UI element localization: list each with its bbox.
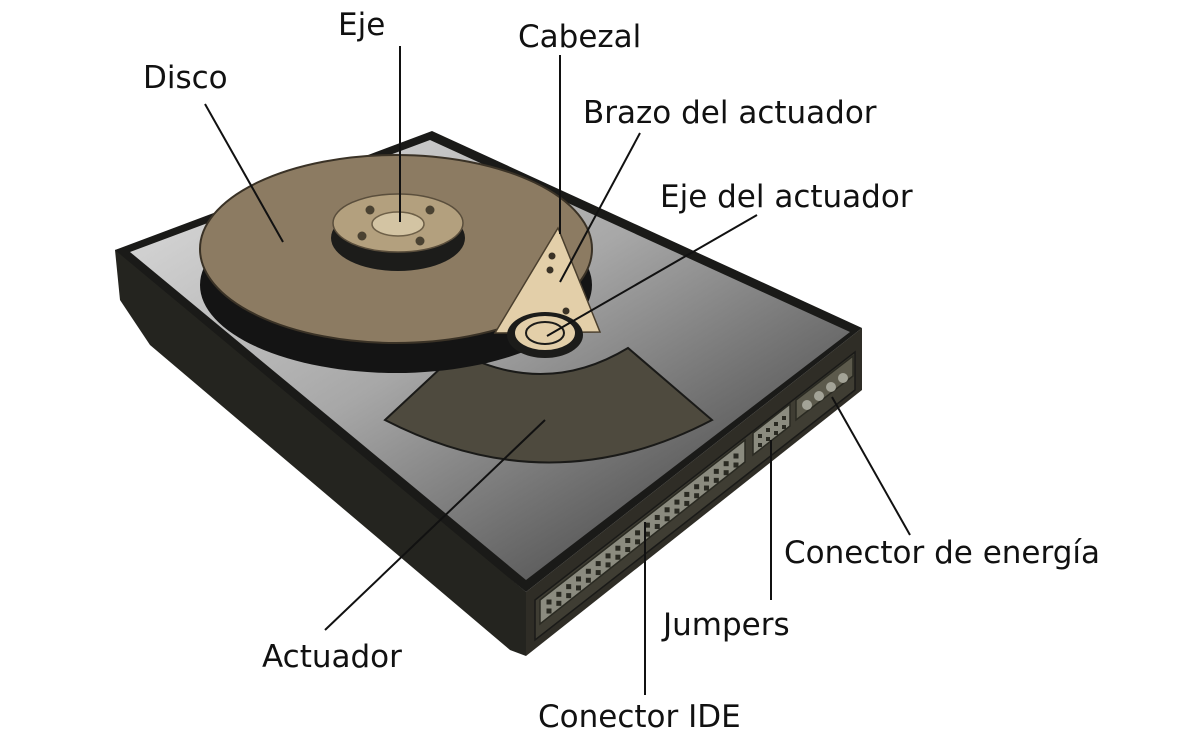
- labels: Eje Cabezal Disco Brazo del actuador Eje…: [143, 7, 1100, 735]
- ide-pin: [674, 508, 680, 514]
- arm-hole: [562, 307, 570, 315]
- actuator-arm: [493, 226, 602, 358]
- ide-pin: [595, 561, 601, 567]
- leader-conector-energia: [831, 396, 911, 536]
- ide-pin: [625, 538, 631, 544]
- ide-pin: [723, 461, 729, 467]
- ide-pin: [654, 523, 660, 529]
- jumper-pin: [758, 443, 762, 447]
- label-disco: Disco: [143, 60, 228, 96]
- ide-pin: [566, 593, 572, 599]
- jumper-pin: [758, 434, 762, 438]
- ide-pin: [664, 507, 670, 513]
- hub-screw: [365, 205, 375, 215]
- arm-hole: [548, 252, 556, 260]
- ide-pin: [585, 568, 591, 574]
- leader-disco: [204, 103, 284, 243]
- hub-screw: [357, 231, 367, 241]
- label-conector-energia: Conector de energía: [784, 535, 1100, 571]
- jumper-block: [752, 402, 791, 457]
- ide-pin: [635, 530, 641, 536]
- label-actuador: Actuador: [262, 639, 402, 675]
- ide-pin: [713, 468, 719, 474]
- ide-pin: [556, 591, 562, 597]
- ide-pin: [576, 576, 582, 582]
- ide-pin: [664, 516, 670, 522]
- leader-actuador: [324, 419, 546, 631]
- ide-pin: [684, 500, 690, 506]
- ide-pin: [615, 554, 621, 560]
- jumper-pin: [766, 437, 770, 441]
- ide-pin: [615, 545, 621, 551]
- ide-pin: [605, 553, 611, 559]
- label-eje: Eje: [338, 7, 385, 43]
- ide-pin: [703, 476, 709, 482]
- power-pin: [814, 391, 824, 401]
- leader-eje-actuador: [546, 214, 758, 337]
- ide-pin: [546, 608, 552, 614]
- hub-screw: [415, 236, 425, 246]
- power-pin: [838, 373, 848, 383]
- label-conector-ide: Conector IDE: [538, 699, 741, 735]
- chassis-left-side: [115, 247, 526, 656]
- arm-hole: [546, 266, 554, 274]
- actuator-pivot-ring: [513, 314, 577, 352]
- label-jumpers: Jumpers: [661, 607, 790, 643]
- spindle-hub: [331, 193, 465, 271]
- ide-pin: [625, 547, 631, 553]
- hub-center-ring: [371, 211, 425, 237]
- ide-pin: [556, 600, 562, 606]
- ide-pin: [654, 514, 660, 520]
- power-pin: [802, 400, 812, 410]
- ide-pin: [635, 539, 641, 545]
- ide-pin: [694, 493, 700, 499]
- jumper-pin: [774, 422, 778, 426]
- ide-pin: [576, 585, 582, 591]
- ide-pin: [605, 562, 611, 568]
- ide-pin: [713, 477, 719, 483]
- label-cabezal: Cabezal: [518, 19, 641, 55]
- jumper-pin: [774, 431, 778, 435]
- ide-pin: [694, 484, 700, 490]
- ide-pin: [546, 599, 552, 605]
- ide-pin: [644, 531, 650, 537]
- ide-pin: [723, 470, 729, 476]
- ide-pin: [585, 577, 591, 583]
- ide-pin: [674, 499, 680, 505]
- ide-pin: [733, 462, 739, 468]
- ide-connector: [539, 438, 746, 626]
- jumper-pin: [782, 425, 786, 429]
- ide-pin: [566, 584, 572, 590]
- hub-screw: [425, 205, 435, 215]
- power-pin: [826, 382, 836, 392]
- ide-pin: [684, 491, 690, 497]
- connector-pins: [546, 416, 786, 614]
- leader-lines: [204, 46, 911, 695]
- actuator-pivot-center: [525, 321, 565, 345]
- jumper-pin: [782, 416, 786, 420]
- jumper-pin: [766, 428, 770, 432]
- ide-pin: [595, 570, 601, 576]
- actuator-magnet: [383, 346, 714, 464]
- ide-pin: [733, 453, 739, 459]
- label-eje-actuador: Eje del actuador: [660, 179, 913, 215]
- ide-pin: [703, 485, 709, 491]
- leader-brazo-actuador: [559, 132, 641, 283]
- ide-pin: [644, 522, 650, 528]
- label-brazo-actuador: Brazo del actuador: [583, 95, 877, 131]
